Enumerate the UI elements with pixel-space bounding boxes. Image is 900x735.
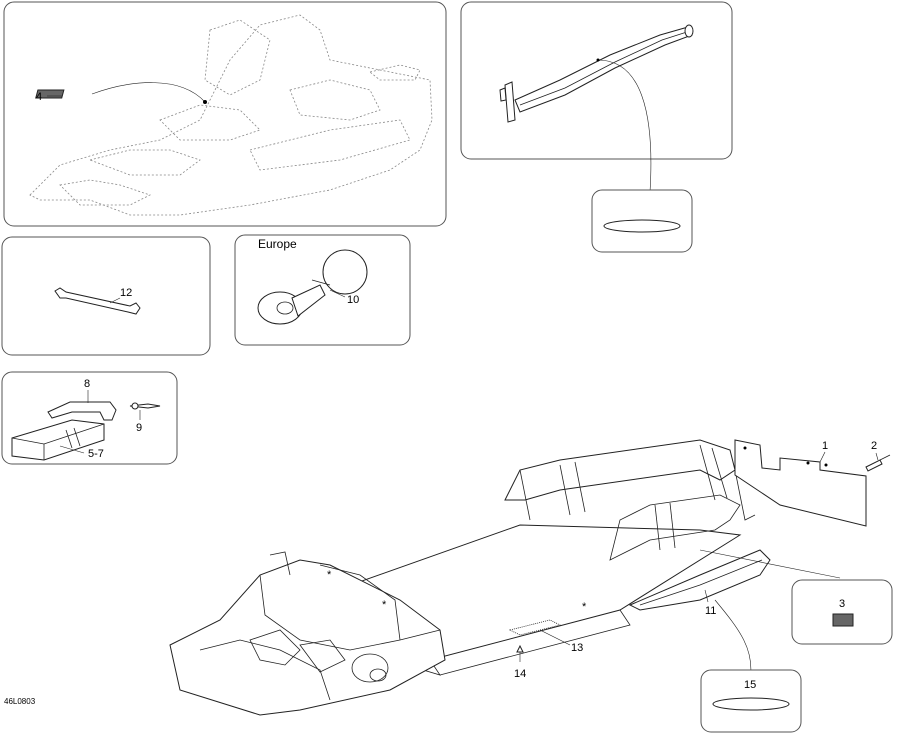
main-frame-assembly: 1 2 11 13 14 * * * <box>169 439 891 716</box>
callout-2: 2 <box>871 440 877 452</box>
region-label-europe: Europe <box>258 237 297 251</box>
panel-decal-15: 15 <box>700 669 802 733</box>
callout-1: 1 <box>822 440 828 452</box>
panel-grab-handle: 16 <box>460 1 733 211</box>
callout-9: 9 <box>136 422 142 434</box>
panel-decal-3: 3 <box>791 579 893 645</box>
panel-snowmobile-overview: 4 <box>3 1 447 227</box>
drawing-code: 46L0803 <box>4 697 36 706</box>
panel-decal-16 <box>591 189 693 253</box>
panel-wrench: 12 <box>1 236 211 356</box>
callout-11: 11 <box>705 605 716 617</box>
callout-4: 4 <box>36 91 42 103</box>
svg-text:*: * <box>582 601 587 613</box>
callout-10: 10 <box>347 294 359 306</box>
callout-3: 3 <box>839 598 845 610</box>
svg-text:*: * <box>382 599 387 611</box>
panel-horn-europe: Europe 10 <box>234 234 411 346</box>
svg-text:*: * <box>327 569 332 581</box>
panel-tool-bag: 8 5-7 9 <box>1 371 178 465</box>
callout-14: 14 <box>514 668 526 680</box>
callout-15: 15 <box>744 679 756 691</box>
callout-5-7: 5-7 <box>88 448 104 460</box>
callout-13: 13 <box>571 642 583 654</box>
callout-12: 12 <box>120 287 132 299</box>
callout-8: 8 <box>84 378 90 390</box>
